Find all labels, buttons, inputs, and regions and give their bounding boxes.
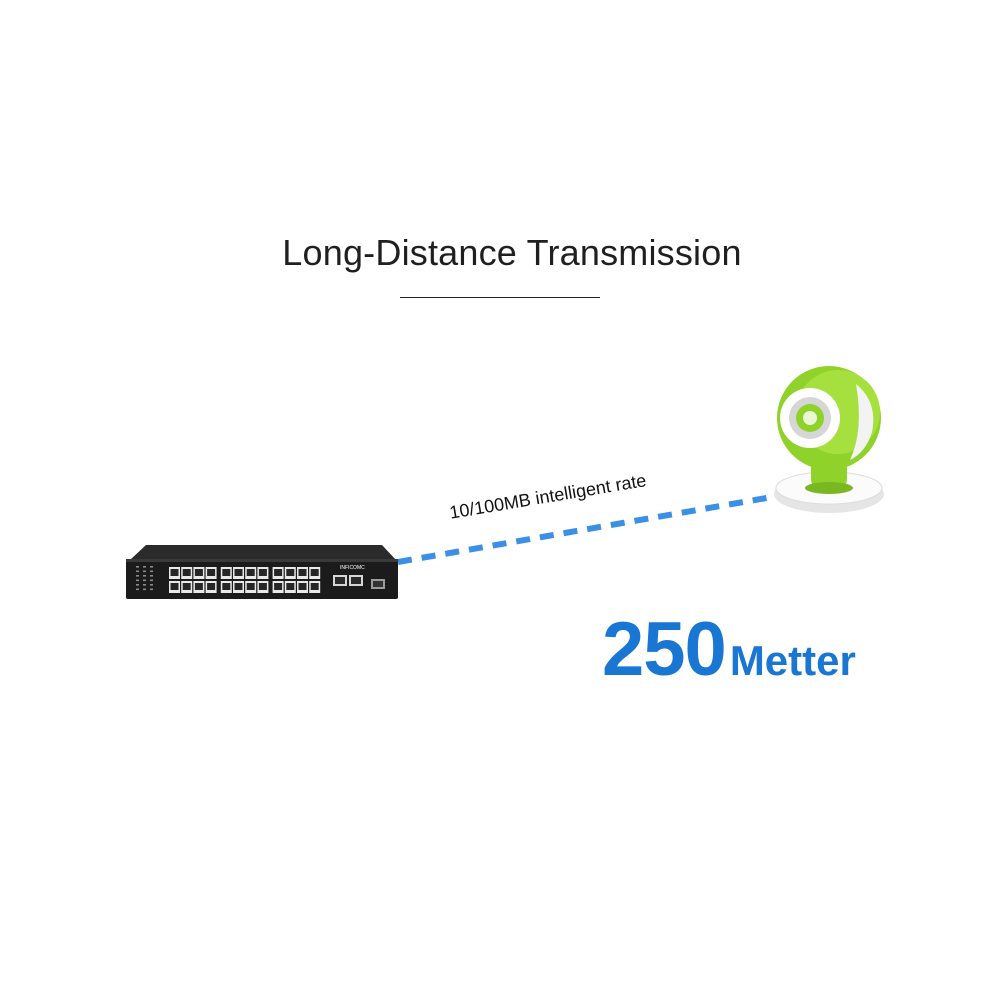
status-led bbox=[136, 588, 139, 591]
rj45-port bbox=[181, 581, 193, 593]
rj45-port bbox=[169, 581, 180, 593]
rj45-port bbox=[297, 581, 308, 593]
status-led bbox=[143, 579, 146, 582]
title-underline bbox=[400, 297, 600, 298]
status-led bbox=[136, 579, 139, 582]
rj45-port bbox=[284, 581, 296, 593]
status-led bbox=[136, 584, 139, 586]
rj45-port bbox=[193, 567, 205, 579]
status-led bbox=[136, 566, 139, 568]
rj45-port bbox=[233, 567, 244, 579]
status-led bbox=[150, 566, 153, 568]
rj45-port bbox=[257, 567, 269, 579]
rj45-port bbox=[205, 581, 217, 593]
rj45-port bbox=[220, 581, 232, 593]
rj45-port bbox=[284, 567, 296, 579]
rj45-port bbox=[309, 567, 321, 579]
transmission-link bbox=[397, 493, 779, 565]
status-led bbox=[150, 575, 153, 577]
distance-value: 250 bbox=[602, 607, 727, 692]
distance-readout: 250Metter bbox=[602, 612, 856, 688]
status-led bbox=[143, 570, 146, 573]
rj45-port bbox=[272, 581, 284, 593]
switch-brand-label: INFICOMC bbox=[340, 565, 365, 571]
status-led bbox=[150, 579, 153, 582]
rj45-port bbox=[245, 567, 257, 579]
status-led bbox=[150, 584, 153, 586]
status-led bbox=[136, 575, 139, 577]
status-led bbox=[136, 570, 139, 573]
network-switch: INFICOMC bbox=[126, 545, 398, 599]
rj45-port bbox=[257, 581, 269, 593]
distance-unit: Metter bbox=[729, 637, 856, 684]
status-led bbox=[143, 588, 146, 591]
sfp-port bbox=[371, 579, 385, 589]
status-led bbox=[150, 588, 153, 591]
rj45-port bbox=[297, 567, 308, 579]
rj45-port bbox=[205, 567, 217, 579]
status-leds bbox=[136, 566, 153, 591]
status-led bbox=[143, 584, 146, 586]
status-led bbox=[143, 575, 146, 577]
status-led bbox=[150, 570, 153, 573]
rj45-port bbox=[233, 581, 244, 593]
rj45-port bbox=[220, 567, 232, 579]
rj45-port bbox=[193, 581, 205, 593]
uplink-ports bbox=[333, 575, 363, 586]
rj45-port bbox=[309, 581, 321, 593]
page-title: Long-Distance Transmission bbox=[282, 232, 742, 273]
rj45-port bbox=[169, 567, 180, 579]
rj45-port bbox=[181, 567, 193, 579]
rj45-port bbox=[245, 581, 257, 593]
rj45-port bbox=[272, 567, 284, 579]
rj45-port-bank bbox=[169, 567, 321, 593]
webcam-icon bbox=[774, 366, 884, 513]
status-led bbox=[143, 566, 146, 568]
